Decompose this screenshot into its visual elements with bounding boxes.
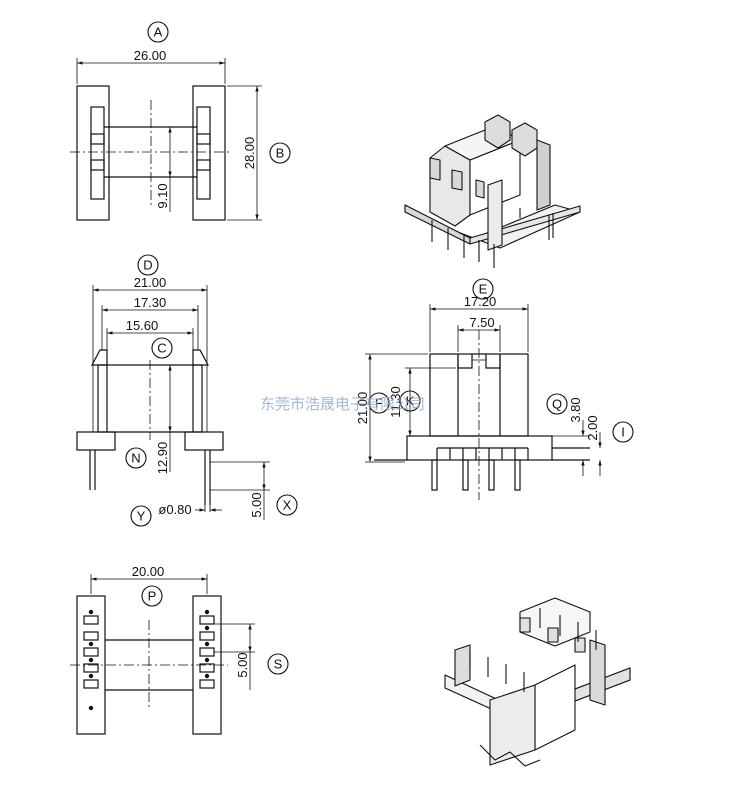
label-b: B: [276, 146, 285, 161]
label-n: N: [131, 451, 140, 466]
dim-y-dia: ø0.80: [158, 502, 191, 517]
dim-d-outer: 21.00: [134, 275, 167, 290]
dim-s-pitch: 5.00: [235, 652, 250, 677]
label-s: S: [274, 657, 283, 672]
label-e: E: [479, 282, 488, 297]
dim-d-inner: 15.60: [126, 318, 159, 333]
isometric-view-bottom: [444, 597, 631, 767]
dim-e-slot: 7.50: [469, 315, 494, 330]
dim-a-width: 26.00: [134, 48, 167, 63]
label-i: I: [621, 425, 625, 440]
dim-i-height: 2.00: [585, 415, 600, 440]
dim-k-height: 11.30: [388, 386, 403, 418]
watermark-text: 东莞市浩晟电子有限公司: [260, 395, 425, 413]
dim-q-height: 3.80: [568, 397, 583, 422]
label-p: P: [148, 589, 157, 604]
label-f: F: [375, 396, 383, 411]
top-view-a: [70, 58, 262, 221]
dim-x-pin: 5.00: [249, 492, 264, 517]
label-x: X: [283, 498, 292, 513]
front-view-d: [76, 285, 270, 520]
label-d: D: [143, 258, 152, 273]
label-c: C: [157, 341, 166, 356]
dim-a-core: 9.10: [155, 183, 170, 208]
dim-d-mid: 17.30: [134, 295, 167, 310]
dim-b-height: 28.00: [242, 137, 257, 170]
label-k: K: [406, 394, 415, 409]
dim-e-outer: 17.20: [464, 294, 497, 309]
dim-p-width: 20.00: [132, 564, 165, 579]
label-q: Q: [552, 397, 562, 412]
bottom-view-p: [70, 574, 255, 735]
dim-f-total: 21.00: [355, 392, 370, 425]
dim-n-height: 12.90: [155, 442, 170, 475]
isometric-view-top: [404, 114, 581, 268]
side-view-e: [365, 304, 602, 500]
label-a: A: [154, 25, 163, 40]
label-y: Y: [137, 509, 146, 524]
